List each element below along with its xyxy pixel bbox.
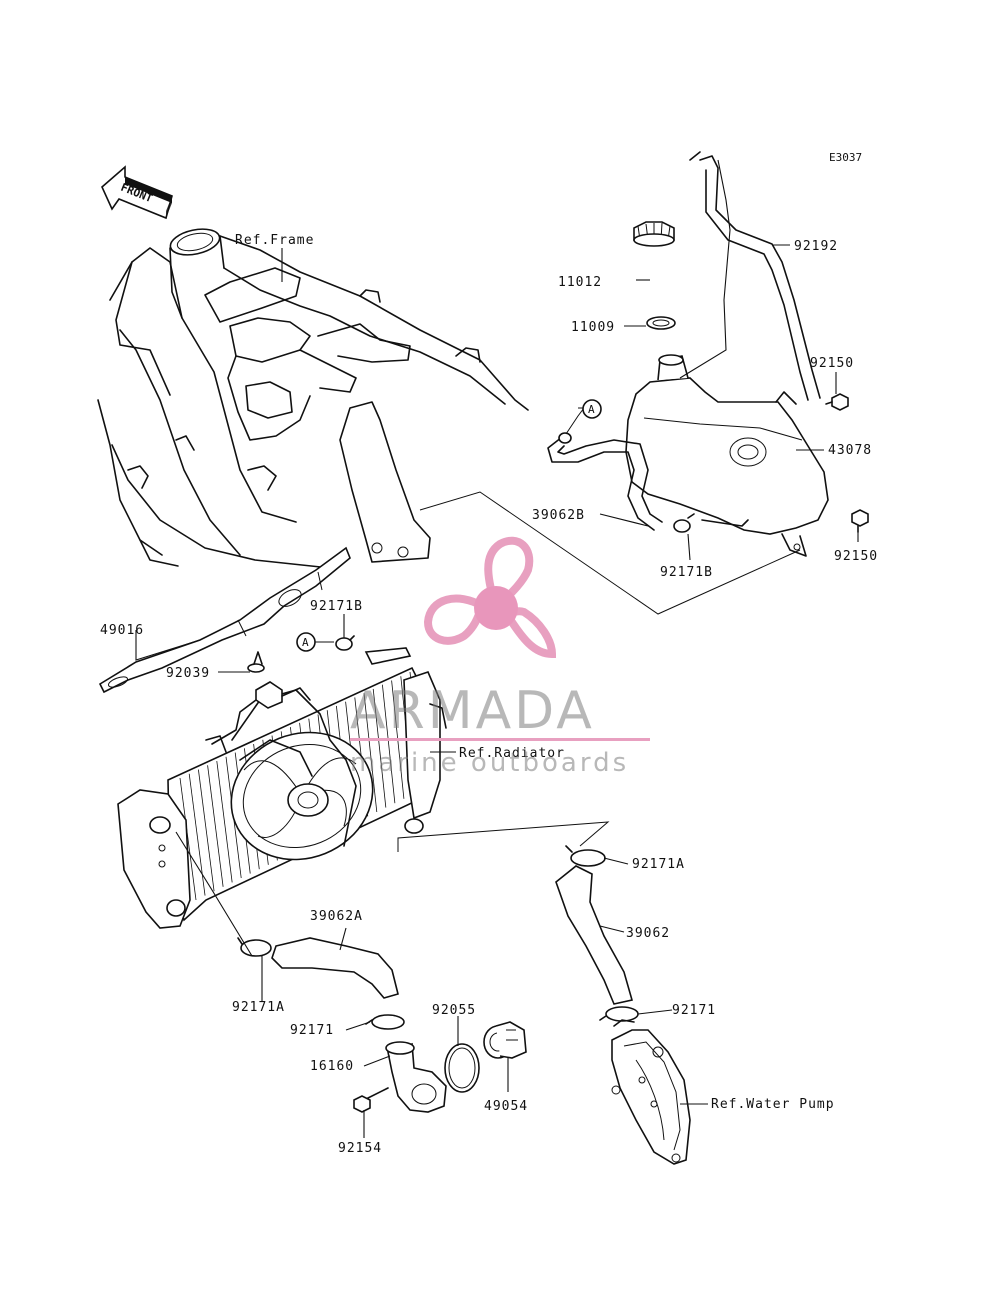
callout-43078: 43078 [828,443,872,458]
diagram-code: E3037 [829,151,862,164]
radiator-fin [179,777,197,901]
callout-92171B-tank: 92171B [660,565,713,580]
clamp-92171a-right [565,845,606,867]
hose-39062-drawing [555,865,634,1005]
callout-39062: 39062 [626,926,670,941]
callout-11012: 11012 [558,275,602,290]
callout-49054: 49054 [484,1099,528,1114]
callout-92154: 92154 [338,1141,382,1156]
radiator-fin [207,765,224,887]
bracket-49016-drawing [98,546,351,694]
callout-92055: 92055 [432,1003,476,1018]
radiator-ref-callout: Ref.Radiator [430,746,565,761]
o-ring-92055-drawing [444,1043,480,1093]
callout-92150-top: 92150 [810,356,854,371]
thermostat-housing-16160-drawing [385,1041,447,1113]
bolt-92150-bottom [851,509,869,533]
clamp-92171-right [599,1006,639,1022]
svg-text:A: A [588,403,595,416]
guide-line-frame-tank [419,491,801,615]
callout-92171B-radiator: 92171B [310,599,363,614]
bracket-callouts: 49016 92039 92171B [100,599,363,681]
watermark-rule [350,738,650,741]
callout-16160: 16160 [310,1059,354,1074]
circle-marker-a-radiator: A [296,632,334,652]
radiator-fin [198,769,215,892]
watermark-brand: ARMADA [350,681,595,741]
tank-callouts: 92192 11012 11009 92150 43078 39062B 921… [532,159,878,580]
ref-radiator-label: Ref.Radiator [459,746,565,761]
callout-49016: 49016 [100,623,144,638]
frame-drawing [97,228,529,569]
ref-water-pump-label: Ref.Water Pump [711,1097,835,1112]
clamp-92171b-tank [673,513,695,533]
callout-92192: 92192 [794,239,838,254]
armada-watermark: ARMADA marine outboards [350,536,650,778]
front-arrow-icon: FRONT [101,165,173,220]
propeller-blade [484,536,534,616]
bolt-92154-drawing [353,1087,389,1113]
propeller-blade [423,594,487,645]
propeller-logo-icon [423,536,557,659]
bolt-92150-top [825,393,849,411]
clamp-92171-left [365,1014,405,1030]
propeller-hub [474,586,518,630]
radiator-fin [372,688,387,808]
callout-92171A-left: 92171A [232,1000,285,1015]
callout-92039: 92039 [166,666,210,681]
guide-line-radiator-hose [397,821,610,852]
ref-frame-label: Ref.Frame [235,233,314,248]
lower-callouts: 92171A 39062 39062A 92171A 92171 92055 9… [175,831,835,1156]
circle-marker-a-tank: A [582,399,602,419]
water-pump-drawing [611,1019,691,1165]
watermark-tagline: marine outboards [350,748,629,778]
radiator-fin [216,760,233,883]
reserve-tank-drawing [547,151,869,557]
callout-11009: 11009 [571,320,615,335]
radiator-drawing [117,647,447,929]
callout-39062A: 39062A [310,909,363,924]
clamp-92171b-radiator [335,635,355,651]
callout-92171-left: 92171 [290,1023,334,1038]
hose-39062a-drawing [271,937,399,999]
svg-text:A: A [302,636,309,649]
frame-ref-callout: Ref.Frame [235,233,314,282]
radiator-fin [382,684,396,804]
callout-39062B: 39062B [532,508,585,523]
callout-92150-bottom: 92150 [834,549,878,564]
callout-92171A-right: 92171A [632,857,685,872]
radiator-fin [363,693,378,813]
thermostat-49054-drawing [483,1021,527,1059]
callout-92171-right: 92171 [672,1003,716,1018]
